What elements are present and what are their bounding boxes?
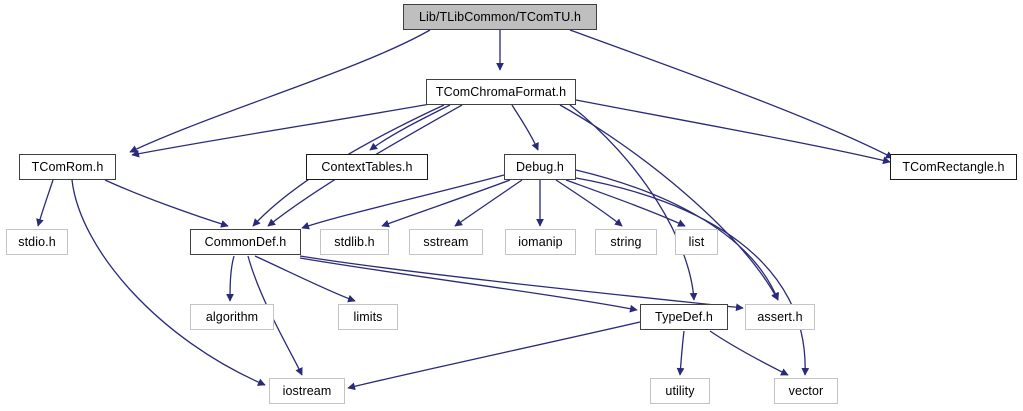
edge-commondef-to-iostream [247, 255, 303, 376]
edge-chromaformat-to-debug [511, 104, 539, 151]
node-algorithm[interactable]: algorithm [190, 304, 274, 330]
node-label: algorithm [205, 309, 259, 324]
node-stdlib[interactable]: stdlib.h [320, 229, 389, 255]
node-label: utility [665, 383, 695, 398]
edge-chromaformat-to-tcomrectangle [575, 99, 891, 165]
edge-typedef-to-utility [676, 330, 685, 376]
node-label: stdlib.h [334, 234, 375, 249]
node-tcomrectangle[interactable]: TComRectangle.h [890, 154, 1017, 180]
node-label: TComRectangle.h [902, 159, 1005, 174]
node-tcomtu[interactable]: Lib/TLibCommon/TComTU.h [403, 4, 597, 30]
node-label: TypeDef.h [655, 309, 713, 324]
edge-debug-to-vector [575, 177, 810, 376]
edge-tcomrom-to-iostream [71, 179, 266, 386]
edge-commondef-to-assert [299, 255, 744, 312]
node-label: iostream [282, 383, 332, 398]
node-label: iomanip [518, 234, 563, 249]
edge-tcomrom-to-stdio [36, 179, 54, 227]
node-list[interactable]: list [675, 229, 718, 255]
edge-chromaformat-to-tcomrom [131, 103, 431, 158]
node-string[interactable]: string [595, 229, 657, 255]
node-label: sstream [423, 234, 469, 249]
edge-debug-to-commondef [301, 174, 505, 230]
node-label: Debug.h [516, 159, 564, 174]
node-label: vector [788, 383, 824, 398]
edge-tcomtu-to-tcomrom [129, 29, 431, 153]
edge-typedef-to-iostream [347, 321, 641, 391]
node-iostream[interactable]: iostream [269, 378, 345, 404]
node-label: ContextTables.h [321, 159, 413, 174]
node-label: TComChromaFormat.h [435, 84, 567, 99]
node-vector[interactable]: vector [774, 378, 838, 404]
edge-commondef-to-algorithm [226, 255, 235, 302]
node-label: TComRom.h [31, 159, 104, 174]
node-typedef[interactable]: TypeDef.h [640, 304, 728, 330]
edge-chromaformat-to-contexttables [369, 104, 451, 151]
edge-debug-to-list [565, 179, 686, 227]
node-commondef[interactable]: CommonDef.h [190, 229, 301, 255]
edge-commondef-to-limits [254, 255, 356, 303]
node-utility[interactable]: utility [650, 378, 710, 404]
node-stdio[interactable]: stdio.h [6, 229, 68, 255]
node-limits[interactable]: limits [338, 304, 398, 330]
node-label: assert.h [757, 309, 803, 324]
node-label: list [688, 234, 705, 249]
node-label: Lib/TLibCommon/TComTU.h [418, 9, 582, 24]
node-assert[interactable]: assert.h [745, 304, 815, 330]
node-tcomrom[interactable]: TComRom.h [19, 154, 116, 180]
node-label: CommonDef.h [204, 234, 287, 249]
edge-typedef-to-vector [709, 330, 789, 376]
node-contexttables[interactable]: ContextTables.h [306, 154, 428, 180]
node-label: stdio.h [18, 234, 56, 249]
edge-debug-to-sstream [454, 179, 523, 227]
edge-debug-to-stdlib [381, 179, 511, 228]
node-sstream[interactable]: sstream [409, 229, 483, 255]
edge-tcomtu-to-tcomrectangle [569, 29, 894, 159]
node-iomanip[interactable]: iomanip [505, 229, 576, 255]
edge-commondef-to-typedef [299, 257, 638, 313]
edge-tcomrom-to-commondef [104, 179, 229, 228]
edge-chromaformat-to-assert [559, 104, 779, 301]
node-label: string [610, 234, 642, 249]
node-chromaformat[interactable]: TComChromaFormat.h [426, 79, 576, 105]
node-debug[interactable]: Debug.h [504, 154, 576, 180]
node-label: limits [353, 309, 383, 324]
edge-debug-to-string [555, 179, 623, 227]
